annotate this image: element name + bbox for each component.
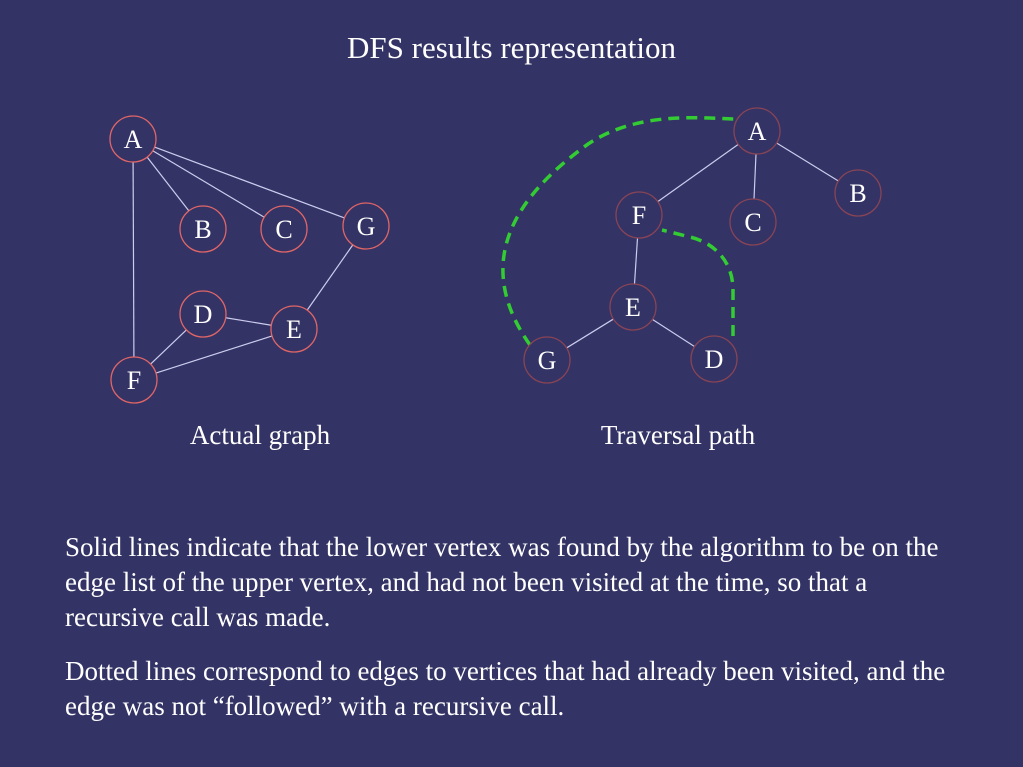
actual-node-d: D [179,290,227,338]
actual-node-circle [110,356,158,404]
traversal-edge-a-c [753,153,757,200]
actual-node-circle [342,202,390,250]
actual-node-label: B [194,215,211,244]
traversal-node-circle [690,335,738,383]
actual-node-circle [270,305,318,353]
traversal-node-label: B [849,179,866,208]
actual-edge-g-e [306,244,354,311]
actual-node-label: C [275,215,292,244]
traversal-edge-e-d [652,318,695,348]
traversal-node-circle [615,191,663,239]
traversal-node-label: E [625,293,641,322]
actual-graph-caption: Actual graph [189,420,331,450]
solid-lines-explanation: Solid lines indicate that the lower vert… [65,532,939,632]
traversal-edge-a-f [657,143,739,203]
traversal-path-nodes: A B F C E G D [523,107,882,384]
traversal-node-g: G [523,336,571,384]
traversal-node-label: A [748,117,767,146]
actual-edge-a-f [132,161,135,358]
traversal-back-edge-d-f [661,228,735,336]
actual-edge-d-e [225,317,272,326]
traversal-path-back-edges [501,115,735,347]
traversal-node-d: D [690,335,738,383]
traversal-node-f: F [615,191,663,239]
actual-node-b: B [179,205,227,253]
traversal-path-edges [566,142,839,349]
actual-node-label: F [127,366,141,395]
traversal-node-c: C [729,198,777,246]
traversal-node-b: B [834,169,882,217]
actual-node-circle [260,205,308,253]
actual-node-c: C [260,205,308,253]
traversal-edge-e-g [566,318,614,349]
traversal-node-a: A [733,107,781,155]
actual-edge-d-f [150,329,187,365]
actual-node-circle [179,290,227,338]
traversal-node-label: G [538,346,557,375]
traversal-path-caption: Traversal path [600,420,756,450]
traversal-node-label: D [705,345,724,374]
actual-node-f: F [110,356,158,404]
actual-edge-a-c [152,150,265,218]
actual-node-e: E [270,305,318,353]
dotted-lines-explanation: Dotted lines correspond to edges to vert… [65,656,946,721]
actual-graph-nodes: A B C G D E F [109,115,390,404]
slide-title: DFS results representation [347,30,676,65]
traversal-node-circle [834,169,882,217]
actual-node-label: D [194,300,213,329]
actual-node-label: E [286,315,302,344]
traversal-node-label: F [632,201,646,230]
actual-edge-f-e [155,335,273,374]
traversal-edge-a-b [776,142,839,182]
actual-node-label: A [124,125,143,154]
actual-node-a: A [109,115,157,163]
actual-edge-a-b [146,156,190,212]
traversal-node-circle [733,107,781,155]
traversal-node-label: C [744,208,761,237]
actual-edge-a-g [154,146,345,219]
traversal-edge-f-e [633,237,639,285]
actual-graph-edges [132,146,354,374]
actual-node-g: G [342,202,390,250]
traversal-node-e: E [609,283,657,331]
actual-node-circle [109,115,157,163]
actual-node-circle [179,205,227,253]
traversal-node-circle [523,336,571,384]
actual-node-label: G [357,212,376,241]
traversal-node-circle [609,283,657,331]
traversal-node-circle [729,198,777,246]
